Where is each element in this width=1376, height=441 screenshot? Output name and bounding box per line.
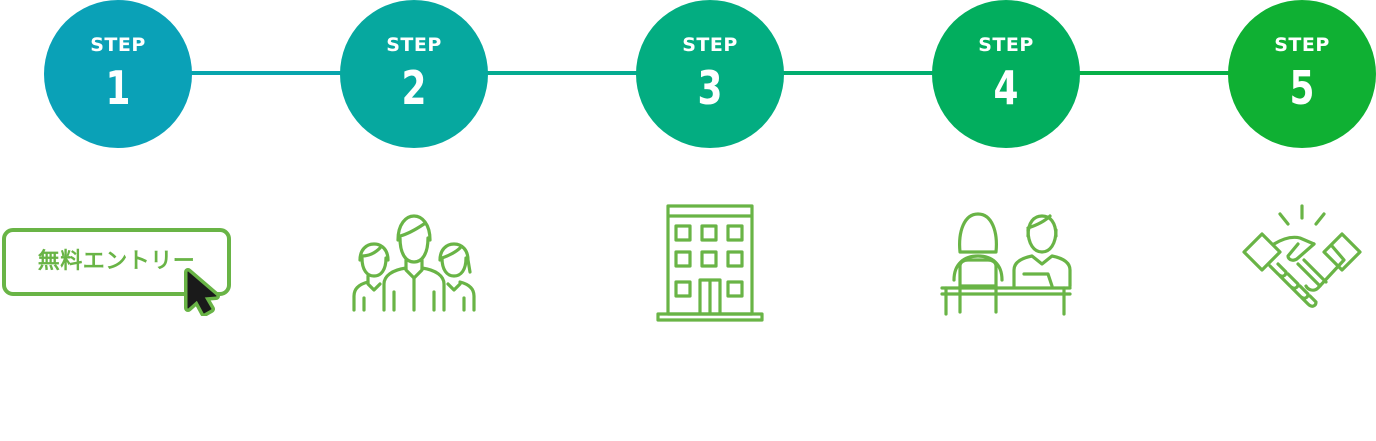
step-1-circle: STEP 1 [44,0,192,148]
cursor-arrow-icon [184,268,220,316]
step-5-label: STEP [1274,34,1330,56]
connector-3-4 [782,71,934,75]
handshake-icon [1242,204,1362,308]
step-1-label: STEP [90,34,146,56]
step-4-label: STEP [978,34,1034,56]
step-4-circle: STEP 4 [932,0,1080,148]
step-4-number: 4 [993,61,1019,115]
step-3-circle: STEP 3 [636,0,784,148]
office-building-icon [656,204,764,322]
step-5-number: 5 [1289,61,1315,115]
step-3-number: 3 [697,61,723,115]
connector-4-5 [1078,71,1230,75]
entry-button-icon: 無料エントリー [2,228,231,296]
entry-button-label: 無料エントリー [37,249,196,274]
connector-1-2 [190,71,342,75]
connector-2-3 [486,71,638,75]
step-2-number: 2 [401,61,427,115]
step-2-circle: STEP 2 [340,0,488,148]
step-3-label: STEP [682,34,738,56]
step-2-label: STEP [386,34,442,56]
interview-icon [940,212,1072,316]
group-of-people-icon [352,214,476,312]
step-1-number: 1 [105,61,131,115]
step-5-circle: STEP 5 [1228,0,1376,148]
